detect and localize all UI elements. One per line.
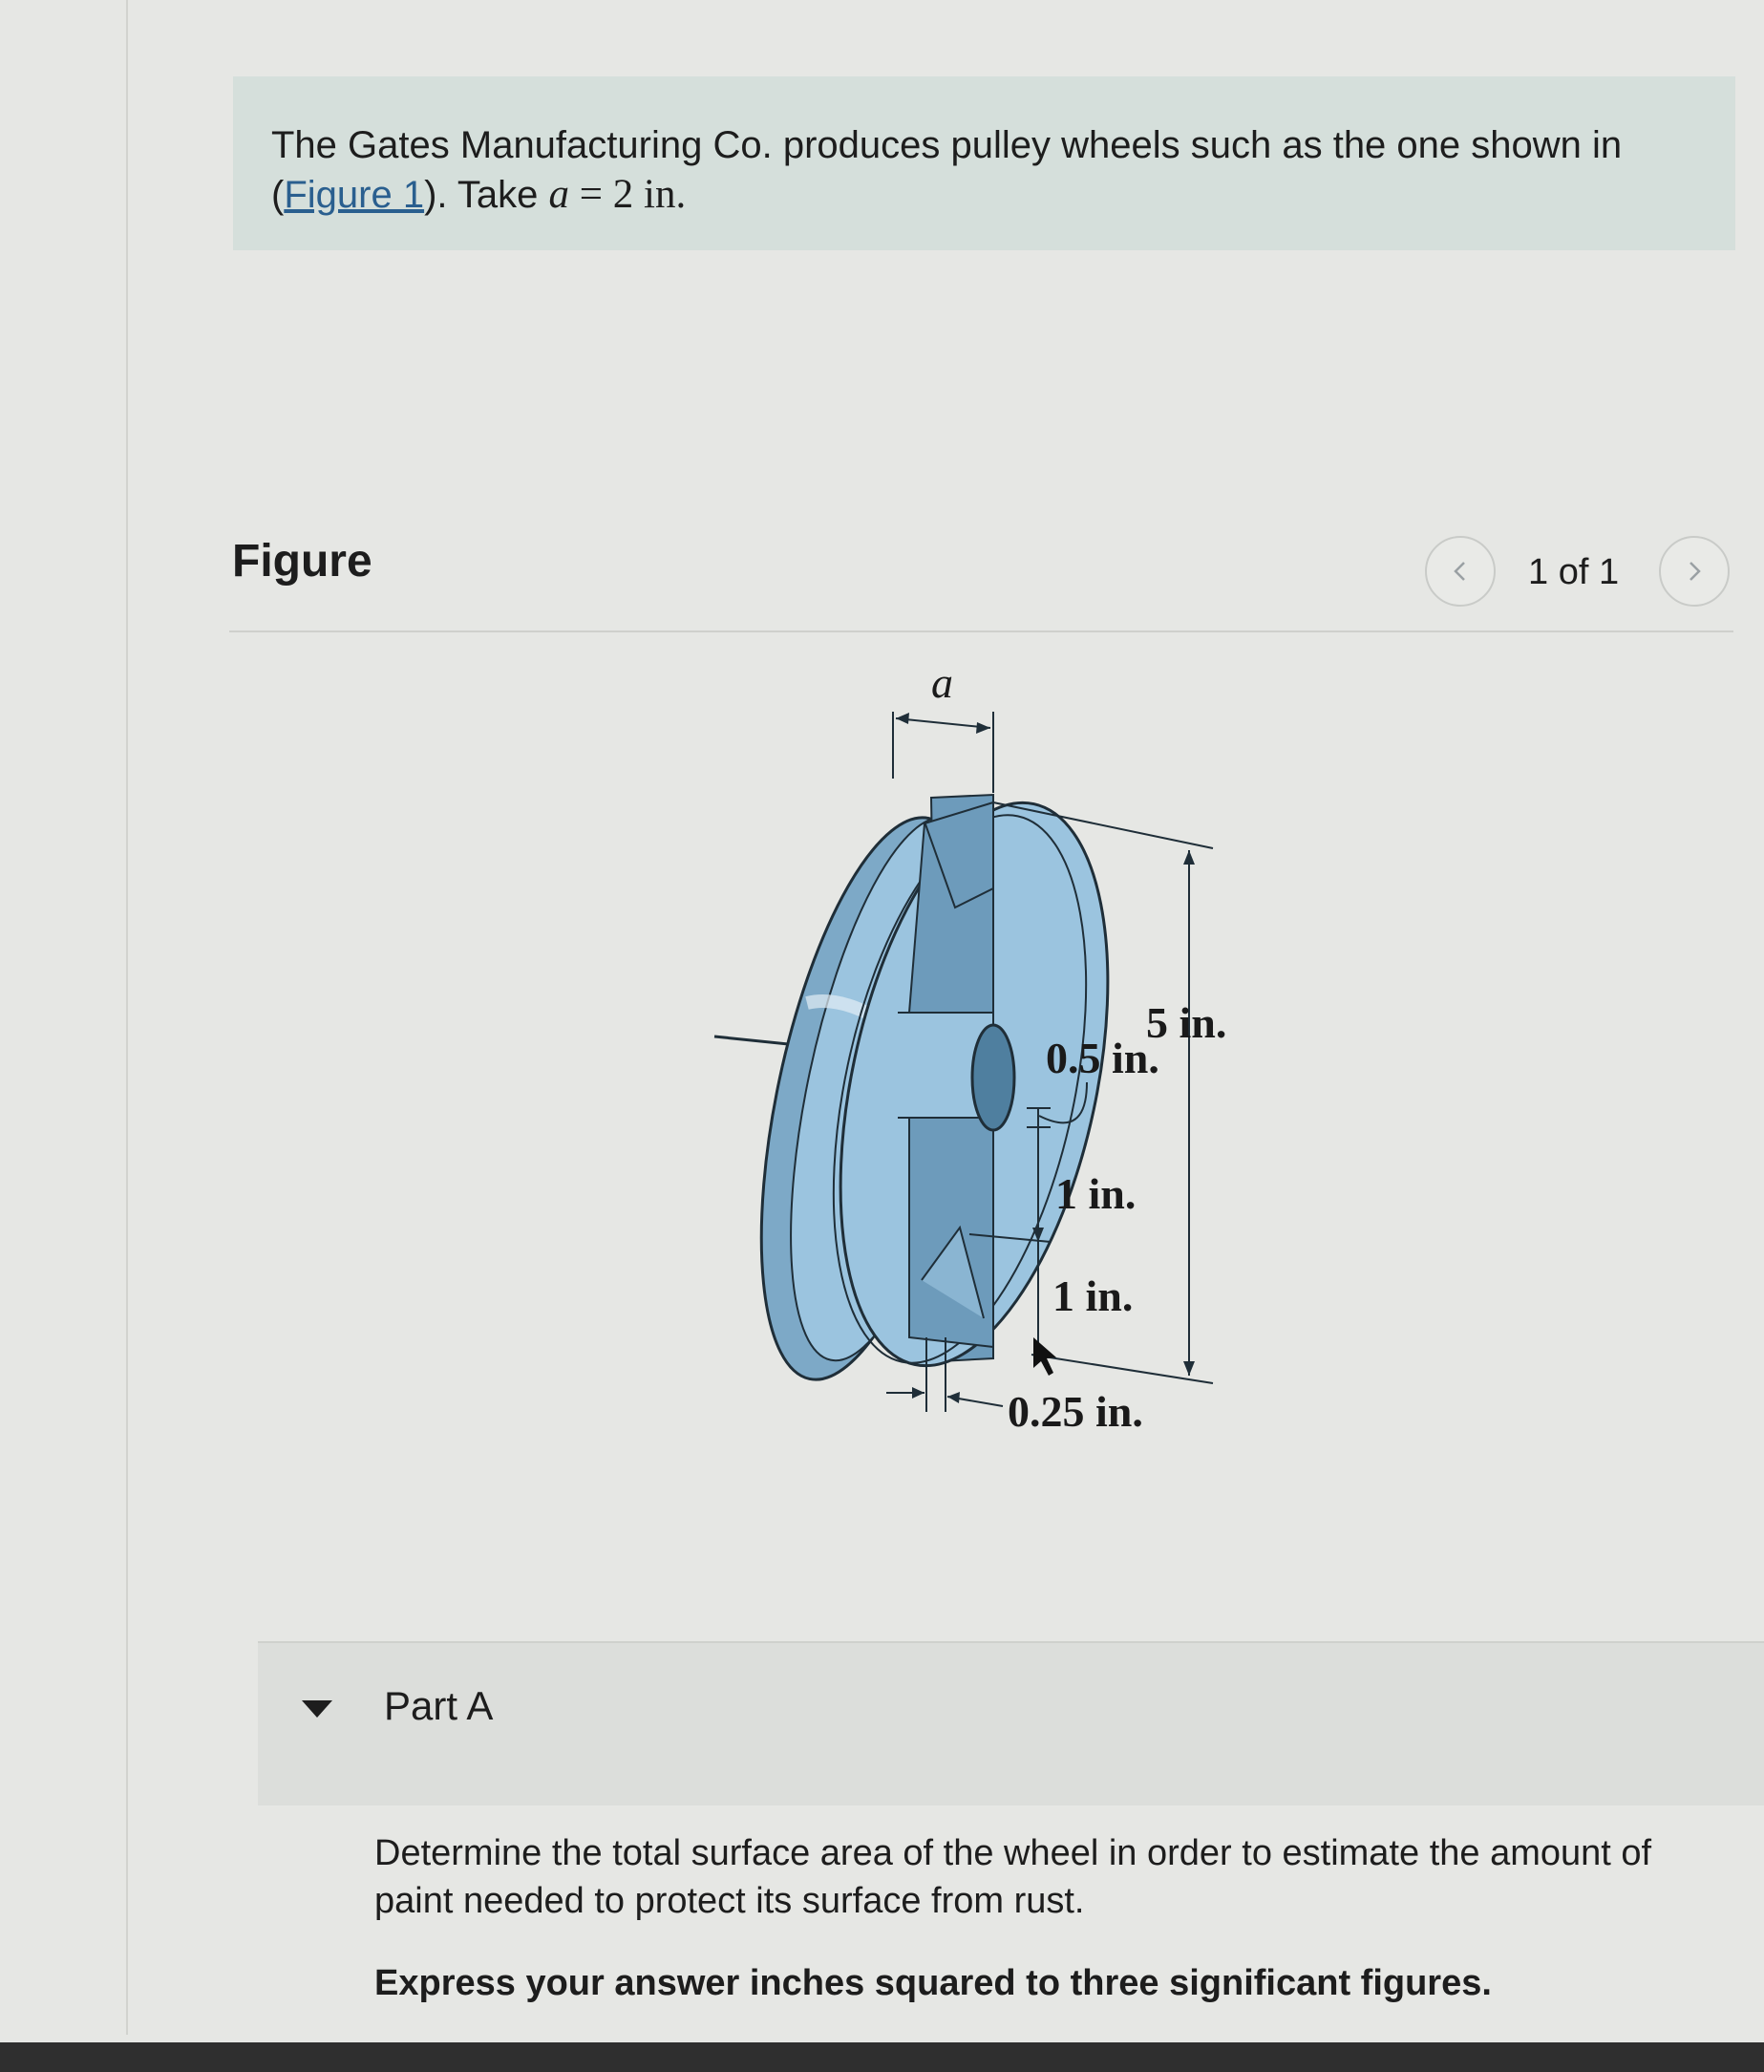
label-hub: 1 in. — [1055, 1169, 1136, 1218]
part-a-title: Part A — [384, 1683, 494, 1728]
dim-a-arrow-right — [976, 722, 990, 734]
upper-groove — [924, 821, 994, 909]
part-a-toggle[interactable] — [298, 1691, 336, 1729]
axle-hole — [970, 1023, 1016, 1132]
chevron-left-icon — [1454, 562, 1465, 581]
given-equals: = 2 in. — [569, 172, 687, 217]
next-figure-button[interactable] — [1659, 536, 1730, 607]
dim-5-arrow-top — [1183, 850, 1195, 865]
dim-a-arrow-left — [896, 713, 909, 724]
bottom-bezel — [0, 2042, 1764, 2072]
caret-down-icon — [302, 1700, 332, 1718]
dim-rim-arrow-right — [947, 1392, 960, 1403]
take-text: Take — [457, 174, 539, 216]
mouse-cursor-icon — [1033, 1337, 1056, 1376]
pulley-figure: a 5 in. 0.5 in. 1 in. 1 in. 0.25 in. — [713, 658, 1226, 1436]
given-value: a = 2 in. — [549, 172, 687, 217]
question-text: Determine the total surface area of the … — [374, 1833, 1652, 1921]
front-disc-rim — [832, 814, 1088, 1364]
chevron-right-icon — [1690, 562, 1701, 581]
dim-5-top-ext — [992, 801, 1214, 849]
part-a-header[interactable] — [258, 1641, 1764, 1805]
label-hole-diameter: 0.5 in. — [1046, 1034, 1159, 1082]
intro-text: The Gates Manufacturing Co. produces pul… — [271, 124, 1623, 166]
answer-instruction: Express your answer inches squared to th… — [374, 1963, 1492, 2003]
figure-counter: 1 of 1 — [1528, 552, 1620, 592]
bore-lines — [898, 1012, 993, 1119]
dim-rim-arrow-left — [912, 1387, 925, 1399]
left-divider — [126, 0, 128, 2035]
lower-groove — [921, 1225, 985, 1319]
label-outer-diameter: 5 in. — [1146, 998, 1226, 1047]
dim-groove-ext — [968, 1233, 1052, 1243]
figure-link[interactable]: Figure 1 — [284, 174, 425, 216]
figure-title: Figure — [232, 536, 372, 587]
variable-a: a — [548, 172, 570, 217]
problem-intro: The Gates Manufacturing Co. produces pul… — [233, 76, 1735, 250]
label-groove: 1 in. — [1052, 1271, 1133, 1320]
dim-5-arrow-bottom — [1183, 1361, 1195, 1376]
previous-figure-button[interactable] — [1425, 536, 1496, 607]
figure-divider — [229, 630, 1733, 632]
label-a: a — [931, 658, 953, 707]
dim-hub-arrow — [1032, 1228, 1044, 1242]
dim-5-bottom-ext — [1031, 1354, 1214, 1384]
hole-leader — [1038, 1081, 1088, 1124]
label-rim-thickness: 0.25 in. — [1008, 1387, 1143, 1436]
dim-a-line — [895, 717, 991, 729]
